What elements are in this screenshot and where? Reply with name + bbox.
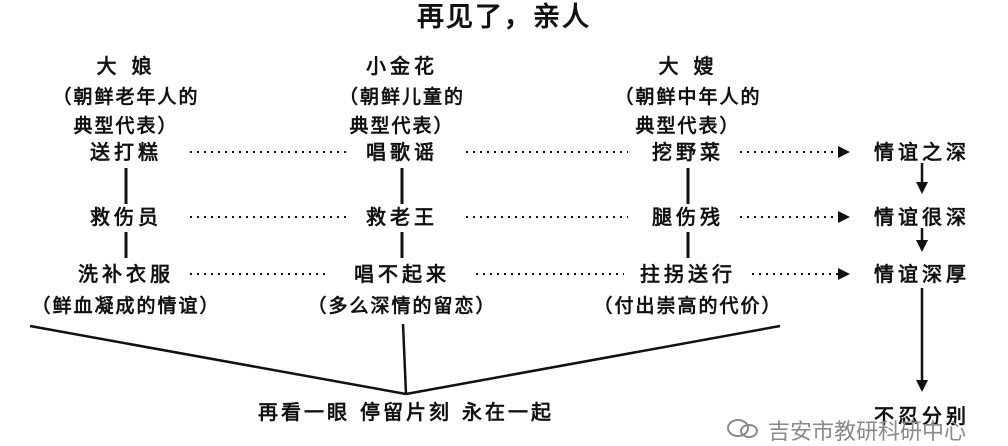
diagram-title: 再见了，亲人 <box>417 2 591 33</box>
event-note-daniang: （鲜血凝成的情谊） <box>31 295 221 317</box>
arrow-friend-2 <box>916 240 928 252</box>
character-desc-jinhua-1: （朝鲜儿童的 <box>338 86 466 108</box>
friendship-level-1: 情谊之深 <box>874 140 970 164</box>
character-name-dasao: 大 嫂 <box>658 54 718 78</box>
event-r2-daniang: 救伤员 <box>90 205 162 229</box>
wechat-logo-icon <box>727 419 758 438</box>
friendship-level-2: 情谊很深 <box>874 205 970 229</box>
character-desc-dasao-2: 典型代表） <box>635 115 741 137</box>
fan-line-right <box>405 324 781 396</box>
farewell-conclusion: 不忍分别 <box>874 404 970 428</box>
event-r3-daniang: 洗补衣服 <box>78 262 174 286</box>
arrow-friend-3 <box>916 380 928 392</box>
event-note-jinhua: （多么深情的留恋） <box>307 295 497 317</box>
event-r3-dasao: 拄拐送行 <box>640 262 736 286</box>
event-r3-jinhua: 唱不起来 <box>354 262 450 286</box>
friendship-level-3: 情谊深厚 <box>874 262 970 286</box>
event-r1-daniang: 送打糕 <box>90 140 162 164</box>
event-r2-jinhua: 救老王 <box>366 205 438 229</box>
character-desc-daniang-1: （朝鲜老年人的 <box>52 86 200 108</box>
event-r1-jinhua: 唱歌谣 <box>366 140 438 164</box>
event-r2-dasao: 腿伤残 <box>652 205 724 229</box>
event-r1-dasao: 挖野菜 <box>652 140 724 164</box>
arrow-r3 <box>838 268 850 280</box>
fan-line-left <box>29 324 407 396</box>
character-name-daniang: 大 娘 <box>96 54 156 78</box>
character-name-jinhua: 小金花 <box>366 54 438 78</box>
arrow-r2 <box>838 211 850 223</box>
character-desc-dasao-1: （朝鲜中年人的 <box>614 86 762 108</box>
arrow-friend-1 <box>916 182 928 194</box>
farewell-actions: 再看一眼 停留片刻 永在一起 <box>258 400 554 424</box>
character-desc-daniang-2: 典型代表） <box>73 115 179 137</box>
watermark-text: 吉安市教研科研中心 <box>768 420 967 445</box>
event-note-dasao: （付出崇高的代价） <box>593 295 783 317</box>
arrow-r1 <box>838 146 850 158</box>
character-desc-jinhua-2: 典型代表） <box>349 115 455 137</box>
fan-line-mid <box>401 323 408 395</box>
